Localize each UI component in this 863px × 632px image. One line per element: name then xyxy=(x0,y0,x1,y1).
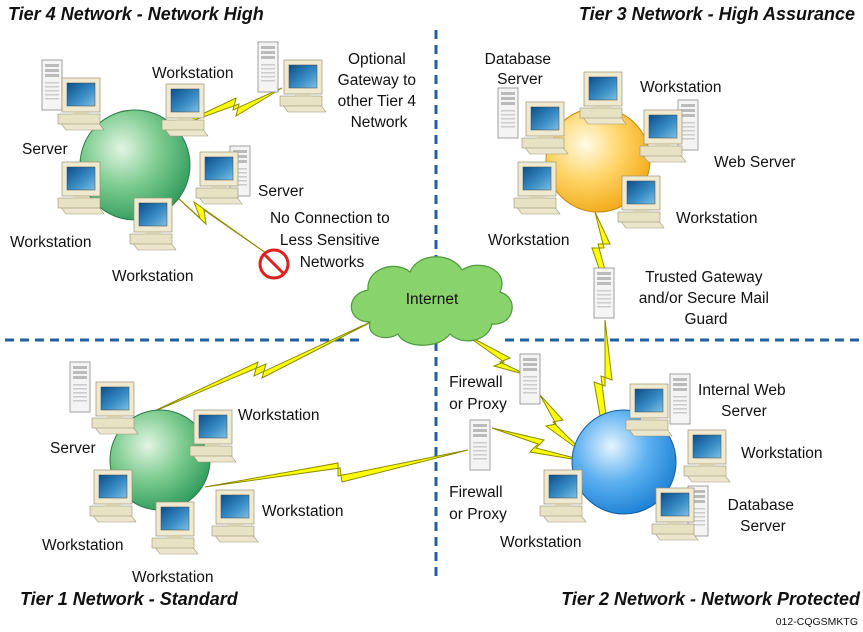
tier2-label-internal-web-server: Internal Web Server xyxy=(698,382,790,420)
tier4-workstation-right[interactable] xyxy=(195,151,243,205)
tier4-label-server-left: Server xyxy=(22,141,68,158)
tier3-label-database-server: Database Server xyxy=(485,51,556,88)
tier1-workstation-left[interactable] xyxy=(89,469,137,523)
tier2-database-workstation[interactable] xyxy=(651,487,699,541)
bolt-tier1-internet xyxy=(147,318,378,415)
tier3-workstation-right[interactable] xyxy=(617,175,665,229)
tier4-server-left[interactable] xyxy=(41,59,63,111)
trusted-gateway-server[interactable] xyxy=(593,267,615,319)
tier1-label-workstation-bottom: Workstation xyxy=(132,569,214,586)
tier4-gateway-server[interactable] xyxy=(257,41,279,93)
tier2-workstation-right[interactable] xyxy=(683,429,731,483)
tier3-title: Tier 3 Network - High Assurance xyxy=(579,4,855,24)
tier1-workstation-server[interactable] xyxy=(91,381,139,435)
tier4-workstation-bottom[interactable] xyxy=(129,197,177,251)
tier3-label-trusted-gateway: Trusted Gateway and/or Secure Mail Guard xyxy=(639,269,773,328)
tier2-label-workstation-bottom: Workstation xyxy=(500,534,582,551)
doc-code: 012-CQGSMKTG xyxy=(776,616,858,628)
bolt-tier1-firewall xyxy=(204,449,469,488)
tier3-database-server[interactable] xyxy=(497,87,519,139)
tier4-label-gateway: Optional Gateway to other Tier 4 Network xyxy=(338,51,421,131)
tier4-workstation-left[interactable] xyxy=(57,161,105,215)
tier4-label-no-connection: No Connection to Less Sensitive Networks xyxy=(270,210,394,271)
tier1-label-workstation-top: Workstation xyxy=(238,407,320,424)
tier1-workstation-top[interactable] xyxy=(189,409,237,463)
tier4-gateway-workstation[interactable] xyxy=(279,59,327,113)
tier1-label-workstation-left: Workstation xyxy=(42,537,124,554)
tier4-workstation-top[interactable] xyxy=(161,83,209,137)
tier4-title: Tier 4 Network - Network High xyxy=(8,4,264,24)
tier1-label-server: Server xyxy=(50,440,96,457)
tier1-server[interactable] xyxy=(69,361,91,413)
tier1-workstation-bottom[interactable] xyxy=(151,501,199,555)
tier4-label-workstation-left: Workstation xyxy=(10,234,92,251)
tier4-label-workstation-bottom: Workstation xyxy=(112,268,194,285)
tier2-firewall-top[interactable] xyxy=(519,353,541,405)
tier1-label-workstation-right: Workstation xyxy=(262,503,344,520)
internet-cloud xyxy=(350,256,513,346)
tier2-workstation-bottom[interactable] xyxy=(539,469,587,523)
tier2-firewall-bottom[interactable] xyxy=(469,419,491,471)
tier3-workstation-top[interactable] xyxy=(579,71,627,125)
no-connection-icon xyxy=(258,248,290,280)
tier3-label-workstation-top: Workstation xyxy=(640,79,722,96)
tier3-label-web-server: Web Server xyxy=(714,154,796,171)
tier2-title: Tier 2 Network - Network Protected xyxy=(561,589,861,609)
tier4-workstation-top-left[interactable] xyxy=(57,77,105,131)
tier3-label-workstation-right: Workstation xyxy=(676,210,758,227)
tier1-workstation-right[interactable] xyxy=(211,489,259,543)
tier4-label-server-right: Server xyxy=(258,183,304,200)
tier3-workstation-db[interactable] xyxy=(521,101,569,155)
tier2-label-workstation-right: Workstation xyxy=(741,445,823,462)
tier4-label-workstation-top: Workstation xyxy=(152,65,234,82)
tier2-internal-web-server[interactable] xyxy=(669,373,691,425)
tier2-label-database-server: Database Server xyxy=(728,497,799,535)
tier2-internal-web-workstation[interactable] xyxy=(625,383,673,437)
internet-label: Internet xyxy=(406,291,459,308)
tier3-workstation-left[interactable] xyxy=(513,161,561,215)
tier3-label-workstation-left: Workstation xyxy=(488,232,570,249)
tier1-title: Tier 1 Network - Standard xyxy=(20,589,239,609)
tier2-label-firewall-bottom: Firewall or Proxy xyxy=(449,484,507,523)
tier3-web-workstation[interactable] xyxy=(639,109,687,163)
tier2-label-firewall-top: Firewall or Proxy xyxy=(449,374,507,413)
bolt-tier3-gateway xyxy=(591,211,611,272)
